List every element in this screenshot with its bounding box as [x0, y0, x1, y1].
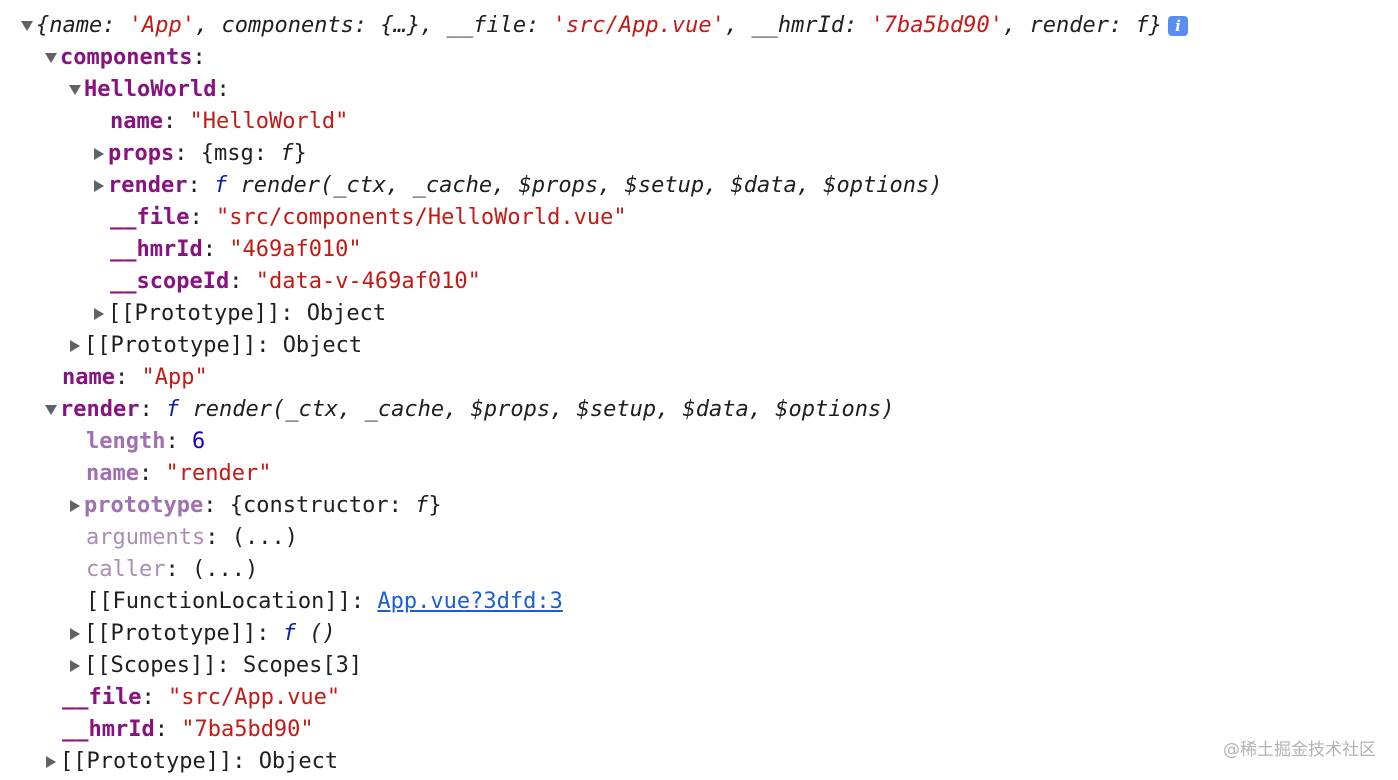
prop-value: "render" — [165, 461, 272, 486]
prop-key: name — [86, 461, 139, 486]
prop-value: "HelloWorld" — [189, 109, 349, 134]
prop-key: __file — [110, 205, 190, 230]
render-location-row: [[FunctionLocation]]: App.vue?3dfd:3 — [86, 589, 563, 614]
prop-key: [[Prototype]] — [84, 333, 257, 358]
prop-value: "App" — [141, 365, 208, 390]
info-icon[interactable]: i — [1168, 16, 1188, 36]
helloworld-hmrid-row: __hmrId: "469af010" — [110, 237, 362, 262]
helloworld-props-row[interactable]: props: {msg: f} — [90, 138, 307, 170]
collapse-triangle-icon[interactable] — [90, 298, 108, 330]
summary-close: } — [1148, 13, 1162, 38]
prop-value: Object — [258, 749, 339, 774]
object-summary-row[interactable]: {name: 'App', components: {…}, __file: '… — [18, 10, 1188, 42]
render-prototype-internal-row[interactable]: [[Prototype]]: f () — [66, 618, 336, 650]
root-hmrid-row: __hmrId: "7ba5bd90" — [62, 717, 314, 742]
expand-triangle-icon[interactable] — [66, 74, 84, 106]
root-render-row[interactable]: render: f render(_ctx, _cache, $props, $… — [42, 394, 894, 426]
prop-key: [[Scopes]] — [84, 653, 217, 678]
expand-triangle-icon[interactable] — [42, 394, 60, 426]
prop-value: Object — [306, 301, 387, 326]
prop-key: [[FunctionLocation]] — [86, 589, 351, 614]
collapse-triangle-icon[interactable] — [90, 138, 108, 170]
render-arguments-row[interactable]: arguments: (...) — [86, 525, 298, 550]
components-prototype-row[interactable]: [[Prototype]]: Object — [66, 330, 362, 362]
summary-key-file: __file — [446, 13, 527, 38]
root-prototype-row[interactable]: [[Prototype]]: Object — [42, 746, 338, 778]
lazy-value[interactable]: (...) — [231, 525, 298, 550]
prop-value: Object — [282, 333, 363, 358]
prop-key: caller — [86, 557, 166, 582]
prop-value: "src/components/HelloWorld.vue" — [215, 205, 627, 230]
prop-key: name — [62, 365, 115, 390]
summary-open: { — [36, 13, 50, 38]
summary-val-components: {…} — [380, 13, 421, 38]
collapse-triangle-icon[interactable] — [90, 170, 108, 202]
collapse-triangle-icon[interactable] — [66, 650, 84, 682]
root-name-row: name: "App" — [62, 365, 208, 390]
function-location-link[interactable]: App.vue?3dfd:3 — [377, 589, 563, 614]
prop-key: prototype — [84, 493, 204, 518]
helloworld-file-row: __file: "src/components/HelloWorld.vue" — [110, 205, 627, 230]
prop-key: [[Prototype]] — [60, 749, 233, 774]
prop-key: __scopeId — [110, 269, 230, 294]
summary-key-hmrid: __hmrId — [751, 13, 845, 38]
render-name-row: name: "render" — [86, 461, 272, 486]
helloworld-render-row[interactable]: render: f render(_ctx, _cache, $props, $… — [90, 170, 942, 202]
collapse-triangle-icon[interactable] — [66, 490, 84, 522]
prop-key: [[Prototype]] — [108, 301, 281, 326]
helloworld-key: HelloWorld — [84, 77, 217, 102]
summary-val-file: 'src/App.vue' — [552, 13, 725, 38]
helloworld-prototype-row[interactable]: [[Prototype]]: Object — [90, 298, 386, 330]
function-signature: render(_ctx, _cache, $props, $setup, $da… — [240, 173, 943, 198]
function-signature: render(_ctx, _cache, $props, $setup, $da… — [192, 397, 895, 422]
collapse-triangle-icon[interactable] — [66, 330, 84, 362]
summary-val-hmrid: '7ba5bd90' — [870, 13, 1004, 38]
prop-key: __hmrId — [62, 717, 155, 742]
summary-key-components: components — [221, 13, 354, 38]
prop-value: 6 — [191, 429, 206, 454]
lazy-value[interactable]: (...) — [191, 557, 259, 582]
prop-key: props — [108, 141, 175, 166]
render-caller-row[interactable]: caller: (...) — [86, 557, 259, 582]
prop-key: render — [60, 397, 140, 422]
prop-key: __hmrId — [110, 237, 203, 262]
prop-key: length — [86, 429, 166, 454]
summary-key-render: render — [1029, 13, 1109, 38]
prop-value: "7ba5bd90" — [181, 717, 314, 742]
render-prototype-row[interactable]: prototype: {constructor: f} — [66, 490, 442, 522]
expand-triangle-icon[interactable] — [42, 42, 60, 74]
summary-val-name: 'App' — [128, 13, 195, 38]
prop-value: "469af010" — [229, 237, 362, 262]
prop-value: "src/App.vue" — [167, 685, 341, 710]
helloworld-scopeid-row: __scopeId: "data-v-469af010" — [110, 269, 481, 294]
prop-value: Scopes[3] — [242, 653, 363, 678]
summary-key-name: name — [49, 13, 103, 38]
collapse-triangle-icon[interactable] — [66, 618, 84, 650]
expand-triangle-icon[interactable] — [18, 10, 36, 42]
root-file-row: __file: "src/App.vue" — [62, 685, 341, 710]
components-key: components — [60, 45, 193, 70]
render-length-row: length: 6 — [86, 429, 206, 454]
helloworld-row[interactable]: HelloWorld: — [66, 74, 230, 106]
prop-key: render — [108, 173, 188, 198]
render-scopes-row[interactable]: [[Scopes]]: Scopes[3] — [66, 650, 362, 682]
helloworld-name-row: name: "HelloWorld" — [110, 109, 349, 134]
summary-val-render: f — [1135, 13, 1149, 38]
prop-value: "data-v-469af010" — [255, 269, 481, 294]
prop-key: [[Prototype]] — [84, 621, 257, 646]
prop-key: name — [110, 109, 163, 134]
prop-key: arguments — [86, 525, 206, 550]
prop-key: __file — [62, 685, 142, 710]
watermark: @稀土掘金技术社区 — [1223, 740, 1376, 760]
components-row[interactable]: components: — [42, 42, 206, 74]
collapse-triangle-icon[interactable] — [42, 746, 60, 778]
